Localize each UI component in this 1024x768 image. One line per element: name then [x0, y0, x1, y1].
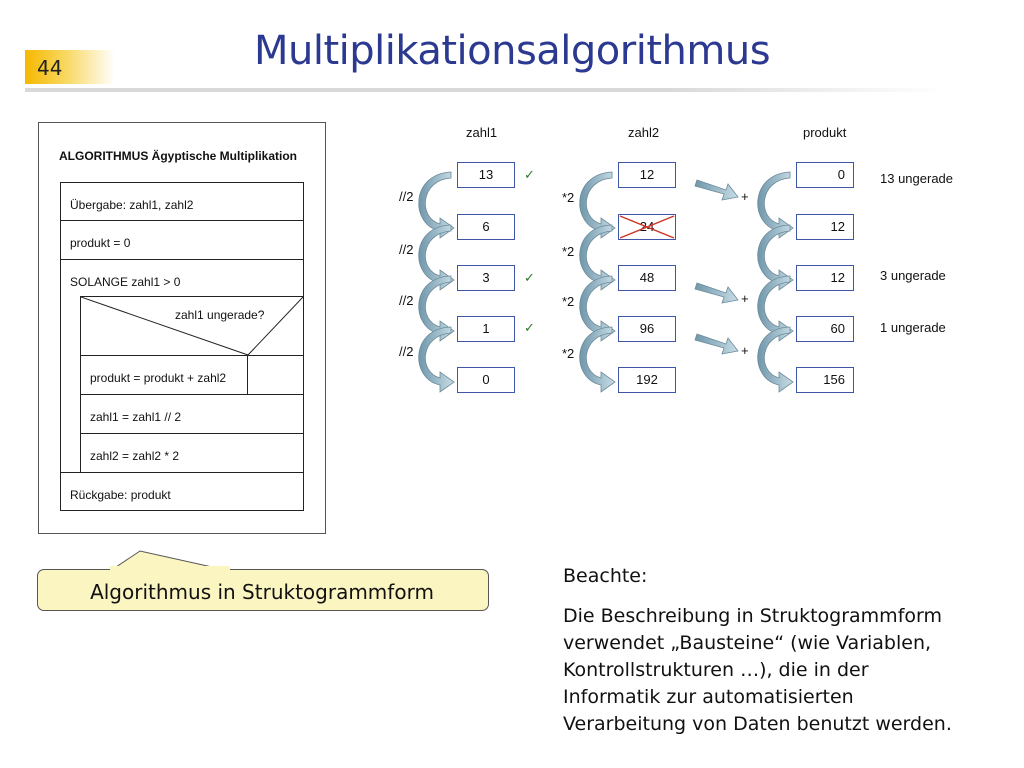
sg-uebergabe-text: Übergabe: zahl1, zahl2 [70, 198, 194, 212]
sg-rueckgabe-text: Rückgabe: produkt [70, 488, 171, 502]
sg-step1-text: zahl1 = zahl1 // 2 [90, 410, 182, 424]
slide-number: 44 [37, 56, 63, 80]
sg-step2-text: zahl2 = zahl2 * 2 [90, 449, 180, 463]
sg-condition: zahl1 ungerade? [80, 296, 304, 356]
zahl2-cell: 48 [618, 265, 676, 291]
note-heading: Beachte: [563, 565, 648, 587]
sg-uebergabe: Übergabe: zahl1, zahl2 [60, 182, 304, 221]
title-underline [25, 88, 945, 92]
callout-box [37, 569, 489, 611]
diagonal-arrow-icon [694, 179, 739, 201]
header-zahl1: zahl1 [466, 125, 498, 140]
diagonal-arrow-icon [694, 282, 739, 304]
op-mul: *2 [562, 346, 575, 361]
produkt-cell: 12 [796, 265, 854, 291]
produkt-cell: 60 [796, 316, 854, 342]
slide-number-badge: 44 [25, 50, 115, 84]
note-line: Kontrollstrukturen …), die in der [563, 659, 869, 681]
curved-arrow-icon [757, 224, 794, 291]
sg-step1: zahl1 = zahl1 // 2 [80, 394, 304, 434]
op-mul: *2 [562, 244, 575, 259]
curved-arrow-icon [757, 326, 794, 393]
diagonal-arrow-icon [694, 333, 739, 355]
zahl2-cell: 96 [618, 316, 676, 342]
sg-loop-text: SOLANGE zahl1 > 0 [70, 275, 181, 289]
sg-init: produkt = 0 [60, 220, 304, 260]
curved-arrow-icon [579, 326, 616, 393]
header-zahl2: zahl2 [628, 125, 660, 140]
note-ungerade: 3 ungerade [880, 268, 946, 283]
check-icon: ✓ [524, 167, 535, 182]
op-plus: + [741, 189, 749, 204]
zahl1-cell: 1 [457, 316, 515, 342]
sg-condition-text: zahl1 ungerade? [175, 308, 265, 322]
note-line: Die Beschreibung in Struktogrammform [563, 605, 942, 627]
curved-arrow-icon [418, 224, 455, 291]
note-line: Informatik zur automatisierten [563, 686, 854, 708]
sg-condition-triangle [81, 297, 304, 356]
curved-arrow-icon [418, 171, 455, 239]
zahl1-cell: 0 [457, 367, 515, 393]
op-div: //2 [399, 189, 414, 204]
zahl1-cell: 3 [457, 265, 515, 291]
header-produkt: produkt [803, 125, 847, 140]
sg-rueckgabe: Rückgabe: produkt [60, 472, 304, 511]
zahl1-cell: 13 [457, 162, 515, 188]
curved-arrow-icon [418, 326, 455, 393]
check-icon: ✓ [524, 320, 535, 335]
callout-pointer-mask [110, 566, 230, 572]
zahl1-cell: 6 [457, 214, 515, 240]
op-div: //2 [399, 344, 414, 359]
sg-then-text: produkt = produkt + zahl2 [90, 371, 227, 385]
op-div: //2 [399, 242, 414, 257]
note-body: Die Beschreibung in Struktogrammform ver… [563, 603, 1003, 738]
callout-text: Algorithmus in Struktogrammform [90, 580, 434, 604]
op-plus: + [741, 343, 749, 358]
op-div: //2 [399, 293, 414, 308]
produkt-cell: 156 [796, 367, 854, 393]
produkt-cell: 0 [796, 162, 854, 188]
sg-init-text: produkt = 0 [70, 236, 131, 250]
produkt-cell: 12 [796, 214, 854, 240]
note-ungerade: 13 ungerade [880, 171, 954, 186]
sg-else [247, 355, 304, 395]
op-mul: *2 [562, 294, 575, 309]
check-icon: ✓ [524, 270, 535, 285]
note-line: Verarbeitung von Daten benutzt werden. [563, 713, 952, 735]
strike-through-x-icon [619, 215, 675, 239]
op-plus: + [741, 291, 749, 306]
curved-arrow-icon [579, 171, 616, 239]
zahl2-cell: 192 [618, 367, 676, 393]
note-line: verwendet „Bausteine“ (wie Variablen, [563, 632, 932, 654]
curved-arrow-icon [418, 275, 455, 342]
page-title: Multiplikationsalgorithmus [253, 28, 771, 74]
zahl2-cell: 12 [618, 162, 676, 188]
curved-arrow-icon [579, 275, 616, 342]
op-mul: *2 [562, 190, 575, 205]
curved-arrow-icon [757, 275, 794, 342]
curved-arrow-icon [579, 224, 616, 291]
curved-arrow-icon [757, 171, 794, 239]
struktogramm-heading: ALGORITHMUS Ägyptische Multiplikation [59, 149, 298, 163]
note-ungerade: 1 ungerade [880, 320, 946, 335]
